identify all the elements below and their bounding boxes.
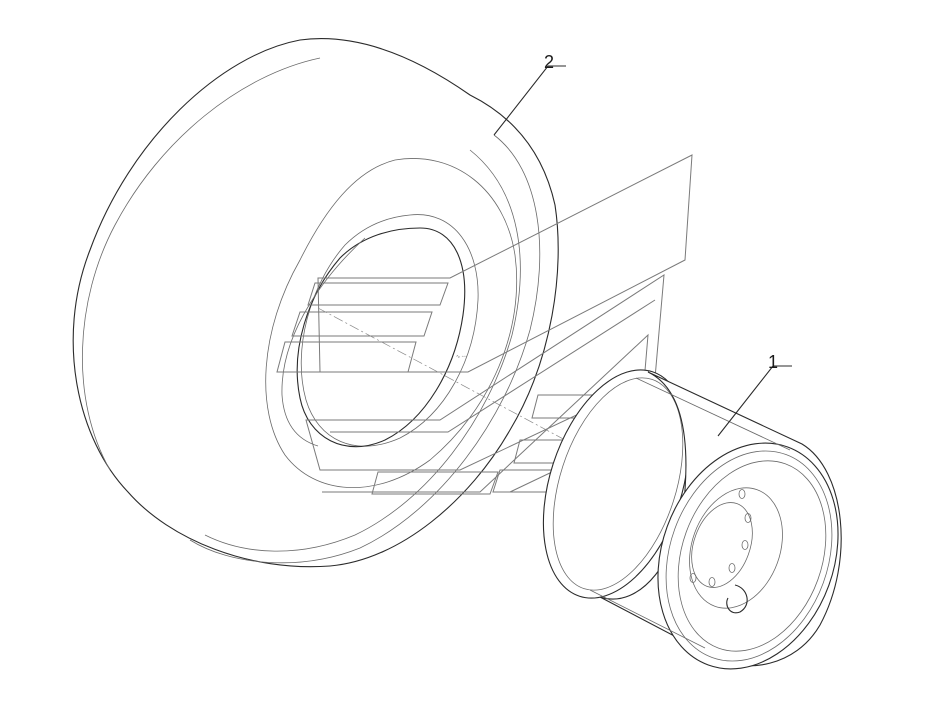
tire-drawing <box>72 38 559 568</box>
logo-bar-3 <box>276 341 417 373</box>
leader-line-1 <box>717 365 792 437</box>
tire-back-shoulder <box>81 57 321 471</box>
rim-valve-slot <box>726 584 748 614</box>
logo-sweep-mid-inner <box>330 299 656 433</box>
tire-outer-contour <box>72 38 559 568</box>
logo-bar-2 <box>291 311 433 337</box>
leader-line-2 <box>493 65 566 136</box>
bolt-hole <box>728 563 736 573</box>
rim-disc <box>689 487 783 609</box>
rim-back-flange-inner <box>552 377 684 591</box>
rim-center-bore <box>691 502 753 588</box>
logo-sweep-top <box>317 154 693 373</box>
callout-1: 1 <box>717 352 792 437</box>
tire-bore <box>296 227 466 448</box>
rim-barrel-line-low <box>589 589 706 649</box>
bolt-hole <box>741 540 749 550</box>
callout-2: 2 <box>493 52 566 136</box>
logo-bar-1 <box>307 282 449 306</box>
callout-number-1: 1 <box>768 352 778 372</box>
tire-tread-edge-inner <box>204 149 521 552</box>
tire-sidewall-ring <box>265 158 518 488</box>
rim-front-flange-edge <box>665 450 833 662</box>
bolt-hole <box>744 513 752 523</box>
tire-bead-ring <box>300 214 479 447</box>
bolt-hole <box>738 489 746 499</box>
bolt-hole <box>708 577 716 587</box>
bolt-hole <box>689 573 697 583</box>
rim-bolt-holes <box>689 489 752 587</box>
rim-front-bead-seat <box>677 460 827 652</box>
tire-bore-back <box>281 237 366 447</box>
callout-number-2: 2 <box>544 52 554 72</box>
wheel-rim-drawing <box>542 369 842 670</box>
axis-tag: ∿ ◦◦◦ <box>456 354 467 360</box>
logo-bar-4 <box>371 471 499 495</box>
tire-tread-edge <box>189 134 541 564</box>
rim-barrel-line <box>635 377 791 451</box>
